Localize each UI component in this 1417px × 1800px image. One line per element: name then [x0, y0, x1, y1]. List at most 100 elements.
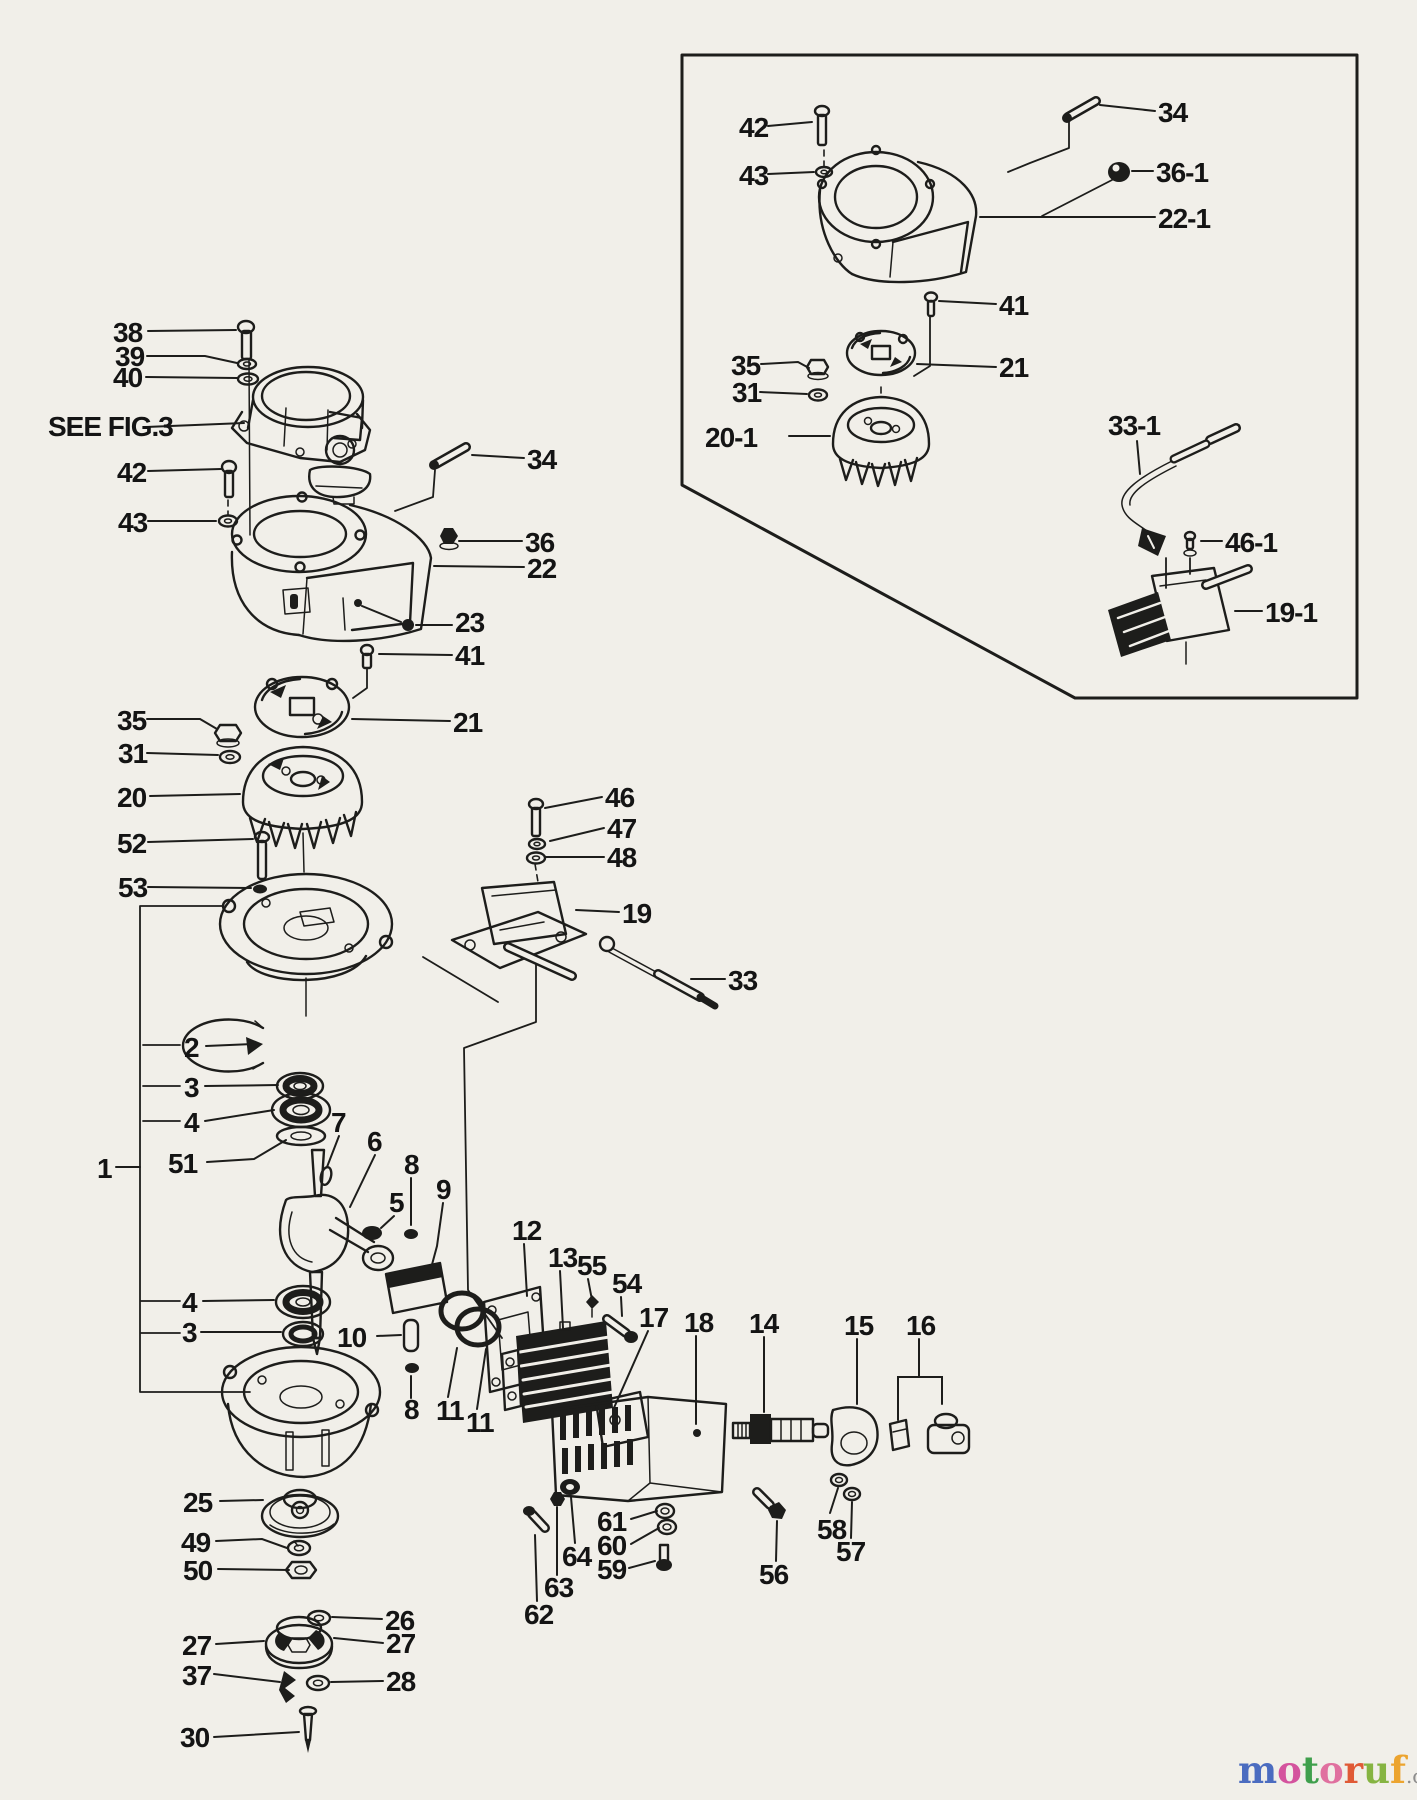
- part-number-label: 57: [836, 1536, 866, 1567]
- part-number-label: 42: [739, 112, 769, 143]
- inset-part-washer-31: [807, 388, 829, 402]
- callout-leader-line: [775, 1520, 778, 1562]
- part-screw-30: [298, 1705, 318, 1753]
- part-number-label: 3: [182, 1317, 197, 1348]
- part-number-label: 26: [385, 1605, 415, 1636]
- part-flywheel-20: [241, 745, 364, 850]
- inset-part-clutch-21: [845, 329, 917, 377]
- part-washer-47: [527, 837, 547, 851]
- callout-leader-line: [361, 605, 402, 623]
- part-number-label: 11: [466, 1407, 494, 1438]
- callout-leader-line: [219, 1499, 264, 1502]
- part-number-label: 14: [749, 1308, 780, 1339]
- callout-leader-line: [523, 1243, 528, 1297]
- part-number-label: 38: [113, 317, 143, 348]
- part-nut-50: [284, 1560, 318, 1580]
- inset-part-pin-34: [1062, 96, 1101, 123]
- part-screw-23: [402, 619, 414, 631]
- part-terminal-fittings-16: [888, 1412, 971, 1455]
- part-number-label: SEE FIG.3: [48, 411, 173, 442]
- callout-leader-line: [145, 422, 245, 428]
- watermark-letter: t: [1301, 1748, 1319, 1792]
- watermark-letter: u: [1363, 1748, 1391, 1792]
- part-number-label: 34: [1158, 97, 1189, 128]
- part-number-label: 16: [906, 1310, 936, 1341]
- part-bearing-4-lower: [274, 1284, 332, 1320]
- part-number-label: 5: [389, 1187, 404, 1218]
- part-number-label: 22: [527, 553, 557, 584]
- callout-leader-line: [620, 1296, 623, 1317]
- part-washer-64: [560, 1479, 580, 1495]
- callout-leader-line: [330, 1680, 384, 1683]
- part-number-label: 48: [607, 842, 637, 873]
- watermark-letter: o: [1277, 1748, 1302, 1792]
- callout-leader-line: [217, 1568, 290, 1571]
- part-number-label: 43: [118, 507, 148, 538]
- inset-part-flywheel-20-1: [831, 395, 931, 488]
- callout-leader-line: [544, 796, 603, 809]
- callout-leader-line: [215, 1537, 288, 1549]
- part-number-label: 64: [562, 1541, 593, 1572]
- part-number-label: 62: [524, 1599, 554, 1630]
- part-spark-plug-14: [731, 1414, 830, 1444]
- part-number-label: 43: [739, 160, 769, 191]
- part-number-label: 54: [612, 1268, 643, 1299]
- inset-part-lead-wire-33-1: [1121, 423, 1241, 556]
- part-number-label: 60: [597, 1530, 627, 1561]
- callout-leader-line: [559, 1270, 564, 1329]
- part-washer-60: [656, 1518, 678, 1536]
- watermark-logo: motoruf.de: [1238, 1748, 1417, 1792]
- part-number-label: 47: [607, 813, 637, 844]
- callout-leader-line: [471, 454, 525, 459]
- part-number-label: 31: [732, 377, 762, 408]
- callout-leader-line: [433, 565, 525, 568]
- part-number-label: 13: [548, 1242, 578, 1273]
- watermark-letter: m: [1238, 1748, 1278, 1792]
- part-number-label: 56: [759, 1559, 789, 1590]
- part-number-label: 9: [436, 1174, 451, 1205]
- part-number-label: 35: [117, 705, 147, 736]
- inset-part-nut-35: [805, 358, 830, 381]
- part-number-label: 4: [184, 1107, 200, 1138]
- part-nut-63: [550, 1492, 565, 1506]
- part-number-label: 46: [605, 782, 635, 813]
- callout-leader-line: [147, 329, 237, 332]
- part-air-cleaner-assembly-fig3: [230, 365, 372, 505]
- callout-leader-line: [378, 653, 453, 656]
- part-number-label: 59: [597, 1554, 627, 1585]
- callout-leader-line: [204, 1109, 275, 1122]
- part-retaining-clip-2: [181, 1018, 265, 1073]
- inset-part-ignition-coil-19-1: [1108, 564, 1253, 665]
- callout-leader-line: [628, 1560, 656, 1569]
- callout-leader-line: [850, 1501, 853, 1539]
- part-number-label: 11: [436, 1395, 464, 1426]
- part-number-label: 10: [337, 1322, 367, 1353]
- callout-leader-line: [767, 121, 813, 127]
- part-bolt-56: [752, 1487, 786, 1519]
- callout-leader-line: [612, 1330, 649, 1411]
- watermark-letter: f: [1390, 1748, 1406, 1792]
- inset-part-fan-cover-22-1: [816, 144, 978, 284]
- part-bushing-10: [402, 1318, 420, 1353]
- exploded-parts-drawing: [139, 53, 1359, 1753]
- part-nut-35: [213, 723, 243, 748]
- part-number-label: 55: [577, 1250, 607, 1281]
- part-screw-38: [236, 319, 256, 361]
- part-plug-cap-15: [830, 1406, 879, 1467]
- part-number-label: 31: [118, 738, 148, 769]
- part-number-label: 46-1: [1225, 527, 1277, 558]
- callout-leader-line: [1136, 440, 1141, 475]
- callout-leader-line: [213, 1673, 281, 1683]
- callout-leader-line: [829, 1487, 839, 1514]
- callout-leader-line: [630, 1527, 660, 1545]
- part-number-label: 33: [728, 965, 758, 996]
- part-number-label: 30: [180, 1722, 210, 1753]
- callout-leader-line: [429, 1202, 444, 1273]
- part-number-label: 1: [97, 1153, 112, 1184]
- part-crankcase-upper: [218, 872, 394, 982]
- part-number-label: 50: [183, 1555, 213, 1586]
